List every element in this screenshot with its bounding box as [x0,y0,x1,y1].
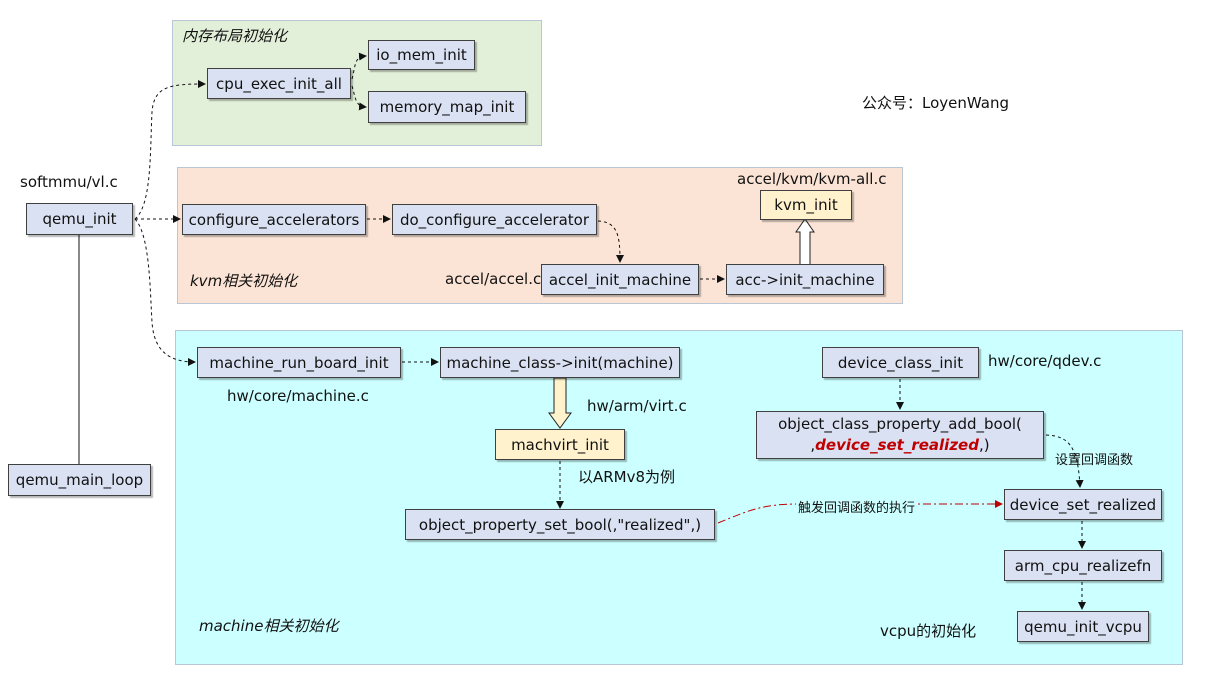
memory-region-title: 内存布局初始化 [182,27,288,45]
file-label-accel: accel/accel.c [445,270,542,288]
node-memory-map-init: memory_map_init [368,91,526,123]
file-label-vl: softmmu/vl.c [20,173,118,191]
node-acc-init-machine: acc->init_machine [726,264,884,295]
node-qemu-main-loop: qemu_main_loop [8,464,151,496]
vcpu-region-title: vcpu的初始化 [880,622,977,640]
add-bool-suffix: ,) [978,436,990,454]
node-io-mem-init: io_mem_init [368,40,475,70]
node-machine-run-board-init: machine_run_board_init [197,347,401,378]
node-arm-cpu-realizefn: arm_cpu_realizefn [1004,550,1162,581]
node-do-configure-accelerator: do_configure_accelerator [392,204,597,235]
node-object-property-set-bool: object_property_set_bool(,"realized",) [405,509,715,540]
node-object-class-property-add-bool: object_class_property_add_bool( ,device_… [756,411,1044,459]
file-label-virt: hw/arm/virt.c [587,397,687,415]
kvm-region-title: kvm相关初始化 [190,272,298,290]
machine-region-title: machine相关初始化 [199,617,339,635]
annotation-set-callback: 设置回调函数 [1055,453,1134,468]
node-machine-class-init: machine_class->init(machine) [440,347,680,378]
node-qemu-init-vcpu: qemu_init_vcpu [1017,611,1149,642]
file-label-qdev: hw/core/qdev.c [988,352,1102,370]
node-cpu-exec-init-all: cpu_exec_init_all [207,68,351,99]
node-device-class-init: device_class_init [822,347,979,378]
annotation-trigger-callback: 触发回调函数的执行 [796,497,918,516]
watermark: 公众号：LoyenWang [862,94,1009,112]
add-bool-line2: ,device_set_realized,) [810,435,989,456]
node-configure-accelerators: configure_accelerators [182,204,366,235]
node-machvirt-init: machvirt_init [495,429,625,460]
file-label-machine: hw/core/machine.c [227,387,369,405]
add-bool-prefix: , [810,436,816,454]
add-bool-highlight: device_set_realized [815,436,979,454]
file-label-kvm-all: accel/kvm/kvm-all.c [737,170,887,188]
annotation-armv8-example: 以ARMv8为例 [578,468,676,486]
node-kvm-init: kvm_init [760,190,852,220]
node-device-set-realized: device_set_realized [1004,489,1162,520]
add-bool-line1: object_class_property_add_bool( [778,415,1022,433]
node-qemu-init: qemu_init [26,203,133,235]
node-accel-init-machine: accel_init_machine [541,264,699,295]
